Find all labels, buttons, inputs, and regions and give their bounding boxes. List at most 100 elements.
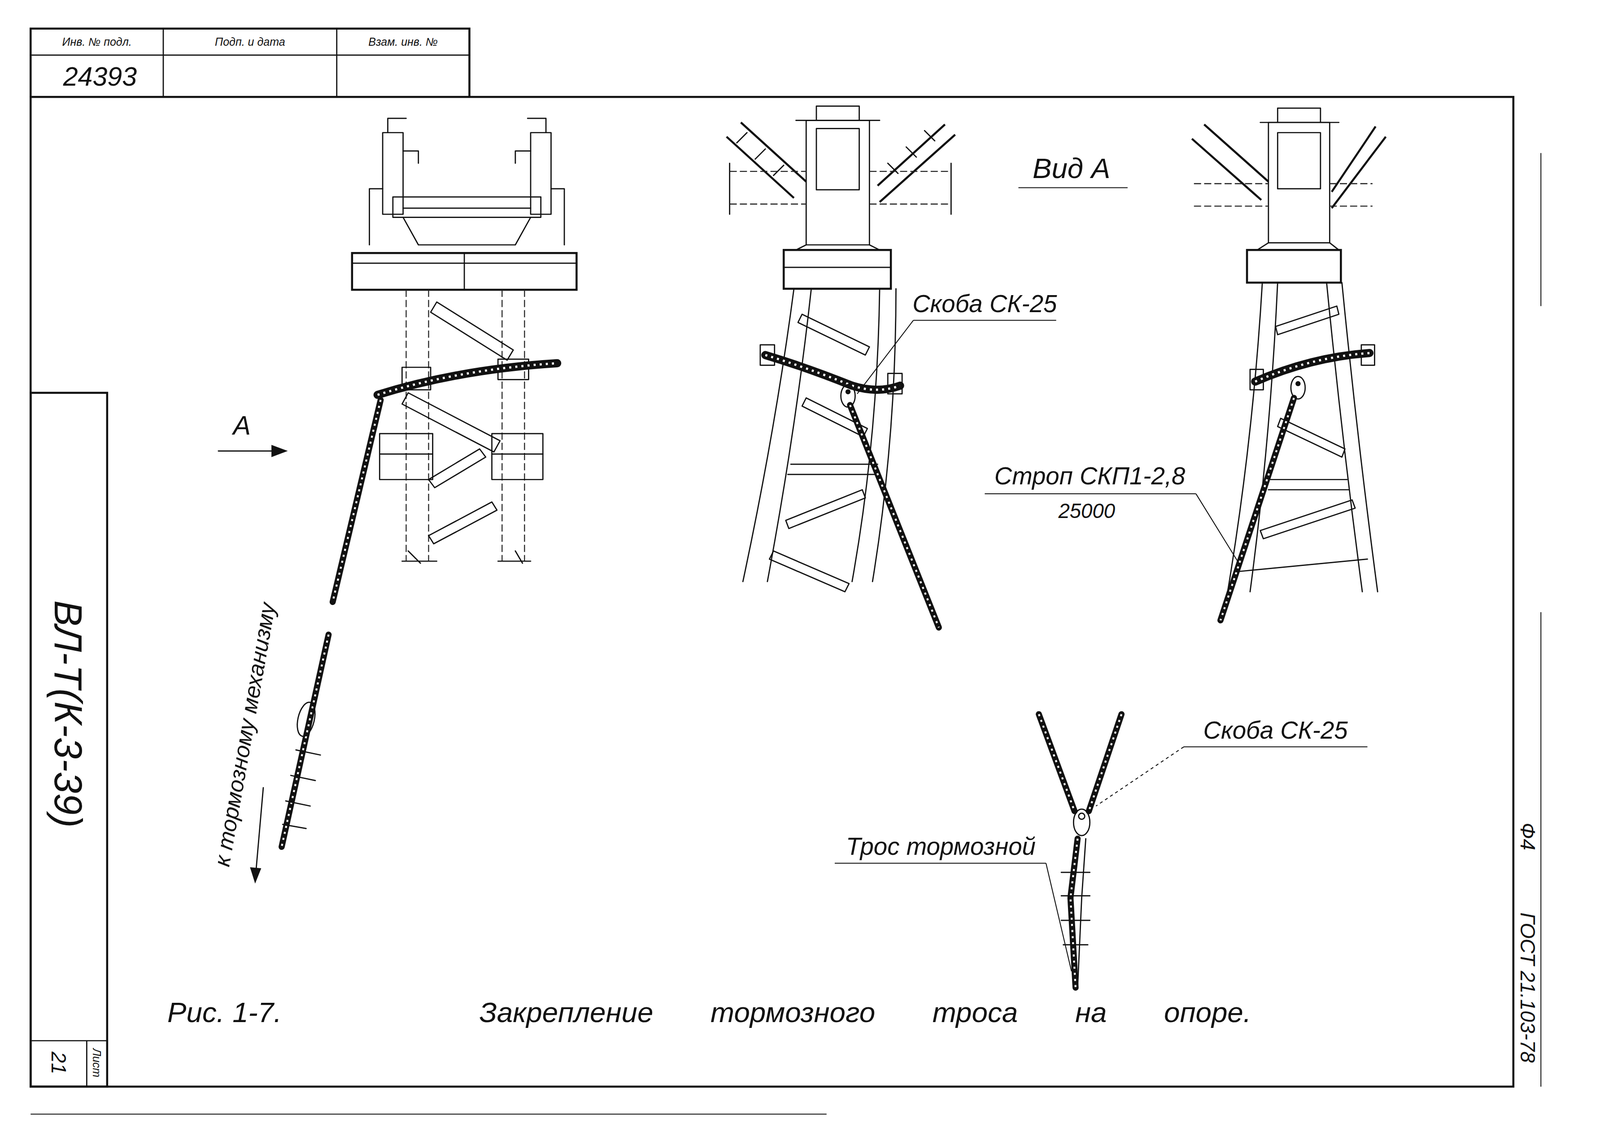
tower-side-view xyxy=(401,392,500,453)
tower-view-a xyxy=(1191,124,1269,201)
tower-front-view xyxy=(765,355,900,390)
shackle-detail xyxy=(1088,714,1122,812)
sheet-frame xyxy=(30,28,1541,1115)
tower-side-view xyxy=(379,453,543,455)
shackle-detail xyxy=(1038,714,1075,812)
tower-side-view xyxy=(369,188,565,245)
shackle-detail xyxy=(1038,714,1075,812)
part-label: Строп СКП1-2,8 xyxy=(994,463,1186,490)
tower-side-view xyxy=(332,400,381,602)
tower-side-view xyxy=(256,787,264,870)
tower-side-view xyxy=(403,208,531,245)
view-title: Вид А xyxy=(1032,153,1111,184)
tower-view-a xyxy=(1268,122,1330,243)
tower-side-view xyxy=(249,118,577,884)
direction-note: к тормозному механизму xyxy=(209,601,280,869)
tower-side-view xyxy=(428,449,486,488)
tower-side-view xyxy=(249,867,262,884)
tower-view-a xyxy=(1227,282,1278,592)
tower-view-a xyxy=(1331,126,1387,209)
tower-view-a xyxy=(1194,183,1373,207)
tower-view-a xyxy=(1220,397,1295,621)
part-label: Скоба СК-25 xyxy=(1203,717,1348,744)
tower-view-a xyxy=(1277,132,1321,189)
sheet-label: Лист xyxy=(91,1048,103,1078)
part-label: Скоба СК-25 xyxy=(912,291,1057,317)
tower-view-a xyxy=(1260,108,1339,123)
tower-view-a xyxy=(1275,306,1339,336)
tower-view-a xyxy=(1257,242,1339,250)
tower-view-a xyxy=(1255,353,1370,382)
leader-line xyxy=(1018,187,1128,189)
tower-front-view xyxy=(787,464,878,475)
tower-side-view xyxy=(392,196,541,218)
figure-caption: Закрепление тормозного троса на опоре. xyxy=(479,997,1252,1028)
leader-line xyxy=(1095,746,1184,807)
tower-view-a xyxy=(1260,500,1356,539)
tower-front-view xyxy=(816,128,860,191)
tower-front-view xyxy=(783,266,891,269)
shackle-detail xyxy=(1070,838,1078,988)
tower-side-view xyxy=(352,252,577,290)
tower-front-view xyxy=(726,106,956,628)
drawing-code: ВЛ-Т(К-3-39) xyxy=(47,600,89,829)
tower-front-view xyxy=(726,122,807,198)
drawing-sheet xyxy=(30,28,1541,1115)
tower-view-a xyxy=(1220,397,1295,621)
standard-reference: ГОСТ 21.103-78 xyxy=(1517,912,1539,1063)
tower-front-view xyxy=(736,130,935,176)
view-marker: А xyxy=(232,411,251,440)
leader-line xyxy=(1183,746,1368,748)
tower-front-view xyxy=(797,314,870,356)
tower-view-a xyxy=(1255,353,1370,382)
inventory-number: 24393 xyxy=(63,62,137,91)
tower-front-view xyxy=(852,288,897,582)
tower-front-view xyxy=(765,355,900,390)
sheet-frame xyxy=(1540,152,1542,1087)
tower-side-view xyxy=(428,501,498,544)
view-arrow xyxy=(218,444,288,458)
leader-line xyxy=(984,493,1239,564)
tower-front-view xyxy=(729,171,952,205)
tower-view-a xyxy=(1246,249,1341,283)
view-arrow xyxy=(218,450,276,452)
tower-side-view xyxy=(282,749,321,829)
sheet-frame xyxy=(30,392,108,1087)
stamp-heading: Инв. № подл. xyxy=(61,35,132,48)
leader-line xyxy=(834,187,1368,972)
sheet-frame xyxy=(30,28,470,97)
tower-front-view xyxy=(877,124,956,203)
tower-front-view xyxy=(796,106,881,121)
part-dimension: 25000 xyxy=(1058,500,1115,523)
tower-front-view xyxy=(845,389,851,395)
tower-side-view xyxy=(401,551,531,564)
tower-side-view xyxy=(430,301,514,361)
tower-view-a xyxy=(1326,282,1378,592)
sheet-number: 21 xyxy=(47,1051,70,1075)
stamp-heading: Подп. и дата xyxy=(214,35,286,48)
tower-front-view xyxy=(742,288,811,582)
tower-view-a xyxy=(1239,559,1368,572)
leader-line xyxy=(834,863,1072,972)
shackle-detail xyxy=(1077,838,1086,988)
tower-front-view xyxy=(783,249,891,289)
sheet-frame xyxy=(30,96,1514,1087)
tower-front-view xyxy=(850,405,939,628)
tower-side-view xyxy=(294,700,319,739)
tower-side-view xyxy=(377,363,558,396)
shackle-detail xyxy=(1073,809,1090,836)
tower-side-view xyxy=(377,363,558,396)
shackle-detail xyxy=(1088,714,1122,812)
sheet-frame xyxy=(30,1113,827,1115)
tower-side-view xyxy=(379,433,433,480)
tower-front-view xyxy=(785,489,866,529)
part-label: Трос тормозной xyxy=(845,833,1036,860)
tower-side-view xyxy=(388,118,547,164)
tower-side-view xyxy=(332,400,381,602)
view-arrow xyxy=(271,444,288,458)
tower-front-view xyxy=(806,120,870,245)
tower-side-view xyxy=(281,634,329,847)
shackle-detail xyxy=(1070,838,1078,988)
